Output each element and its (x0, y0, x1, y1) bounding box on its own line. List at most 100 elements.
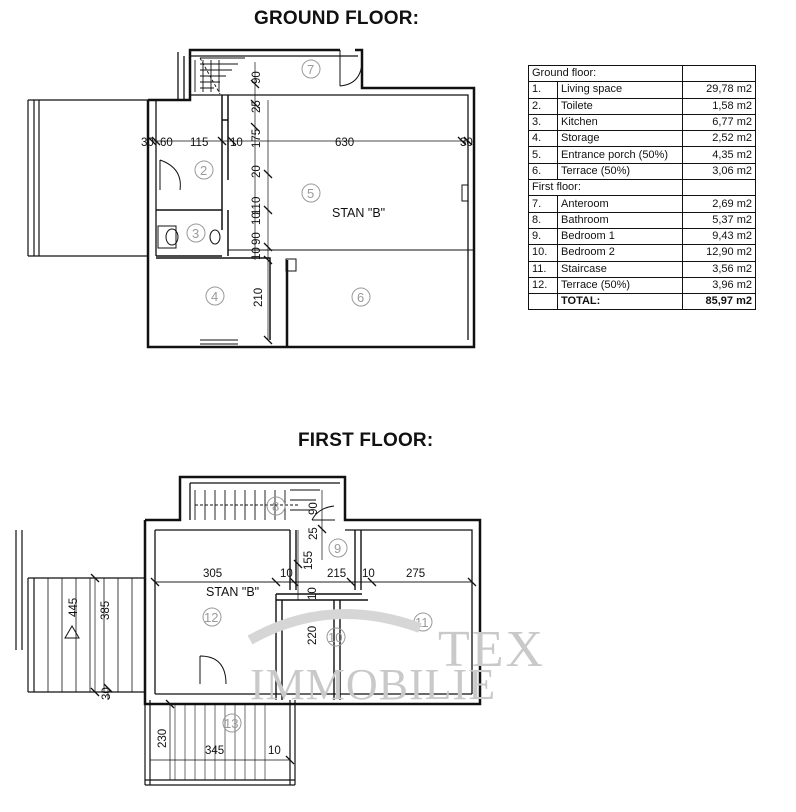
dim-v230: 230 (157, 729, 169, 748)
first-balcony-outline (15, 530, 145, 693)
dim-v175: 175 (251, 129, 263, 148)
dim-30: 30 (141, 137, 154, 149)
dim-v90: 90 (308, 502, 320, 515)
first-floor-header-row: First floor: (528, 179, 756, 197)
ground-floor-heading: GROUND FLOOR: (254, 8, 420, 29)
row-number: 5. (528, 146, 558, 164)
room-name: Kitchen (557, 113, 683, 132)
room-name: Entrance porch (50%) (557, 146, 683, 164)
table-row: 6.Terrace (50%)3,06 m2 (528, 162, 756, 181)
row-number: 8. (528, 211, 558, 229)
room-area: 3,06 m2 (682, 162, 756, 181)
ground-dimension-lines (152, 62, 468, 340)
table-row: 5.Entrance porch (50%)4,35 m2 (528, 146, 756, 164)
dim-115: 115 (190, 137, 208, 149)
row-number: 6. (528, 162, 558, 181)
dim-v25: 25 (308, 527, 320, 540)
ground-apartment-label: STAN "B" (332, 206, 385, 220)
row-number: 9. (528, 227, 558, 246)
room-4: 4 (211, 289, 218, 304)
dim-v220: 220 (307, 626, 319, 645)
row-number: 10. (528, 244, 558, 262)
dim-v385: 385 (100, 601, 112, 620)
dim-v10: 10 (307, 587, 319, 600)
dim-v90: 90 (251, 71, 263, 84)
watermark-line1: TEX (438, 621, 546, 678)
ground-floor-header-row-empty (682, 64, 756, 83)
ground-room-circles (186, 59, 371, 307)
dim-215: 215 (327, 568, 346, 580)
room-area: 29,78 m2 (682, 81, 756, 99)
first-door-terrace (199, 655, 227, 685)
room-name: Staircase (557, 260, 683, 278)
first-terrace-outline (144, 700, 296, 786)
dim-345: 345 (205, 745, 224, 757)
dim-305: 305 (203, 568, 222, 580)
dim-v155: 155 (303, 551, 315, 570)
room-area: 2,52 m2 (682, 130, 756, 148)
dim-v30: 30 (101, 687, 113, 700)
first-outer-walls (143, 475, 482, 706)
room-10: 10 (328, 630, 342, 645)
first-door-bathroom (311, 505, 335, 521)
room-9: 9 (334, 541, 341, 556)
dim-v20: 20 (251, 165, 263, 178)
ground-door-storage (200, 339, 238, 345)
dim-v10b: 10 (251, 247, 263, 260)
room-2: 2 (200, 163, 207, 178)
dim-10c: 10 (268, 745, 281, 757)
row-number: 3. (528, 113, 558, 132)
dim-630: 630 (335, 137, 354, 149)
room-area: 3,56 m2 (682, 260, 756, 278)
ground-floor-header-row: Ground floor: (528, 64, 756, 83)
first-room-numbers: 8 9 10 11 12 13 (204, 499, 429, 731)
room-8: 8 (272, 499, 279, 514)
room-5: 5 (307, 186, 314, 201)
row-number: 12. (528, 276, 558, 295)
dim-30b: 30 (460, 137, 473, 149)
total-value: 85,97 m2 (682, 293, 756, 311)
row-number: 4. (528, 130, 558, 148)
first-dimension-lines (94, 490, 472, 780)
room-name: Living space (557, 81, 683, 99)
ground-interior-walls (156, 95, 271, 340)
total-label: TOTAL: (557, 293, 683, 311)
dim-v90b: 90 (251, 232, 263, 245)
first-apartment-label: STAN "B" (206, 585, 259, 599)
ground-door-toilet (159, 159, 181, 191)
room-name: Terrace (50%) (557, 162, 683, 181)
room-name: Bedroom 2 (557, 244, 683, 262)
room-area: 2,69 m2 (682, 195, 756, 213)
ground-toilet-fixture (157, 225, 177, 249)
ground-dimension-labels: 30 60 115 10 630 30 90 25 175 20 110 10 … (141, 71, 473, 307)
room-name: Bedroom 1 (557, 227, 683, 246)
dim-v445: 445 (68, 598, 80, 617)
row-number: 7. (528, 195, 558, 213)
dim-v110: 110 (251, 197, 263, 215)
total-empty (528, 293, 558, 311)
room-7: 7 (307, 62, 314, 77)
room-name: Bathroom (557, 211, 683, 229)
watermark-swoosh (247, 609, 422, 645)
total-row: TOTAL:85,97 m2 (528, 293, 756, 311)
dim-10a: 10 (280, 568, 293, 580)
ground-room-numbers: 7 2 3 4 5 6 (192, 62, 364, 305)
room-3: 3 (192, 226, 199, 241)
row-number: 11. (528, 260, 558, 278)
room-6: 6 (357, 290, 364, 305)
room-area: 12,90 m2 (682, 244, 756, 262)
room-name: Storage (557, 130, 683, 148)
first-floor-header-row-empty (682, 179, 756, 197)
room-area: 3,96 m2 (682, 276, 756, 295)
row-number: 2. (528, 97, 558, 115)
dim-60: 60 (160, 137, 173, 149)
room-area: 9,43 m2 (682, 227, 756, 246)
